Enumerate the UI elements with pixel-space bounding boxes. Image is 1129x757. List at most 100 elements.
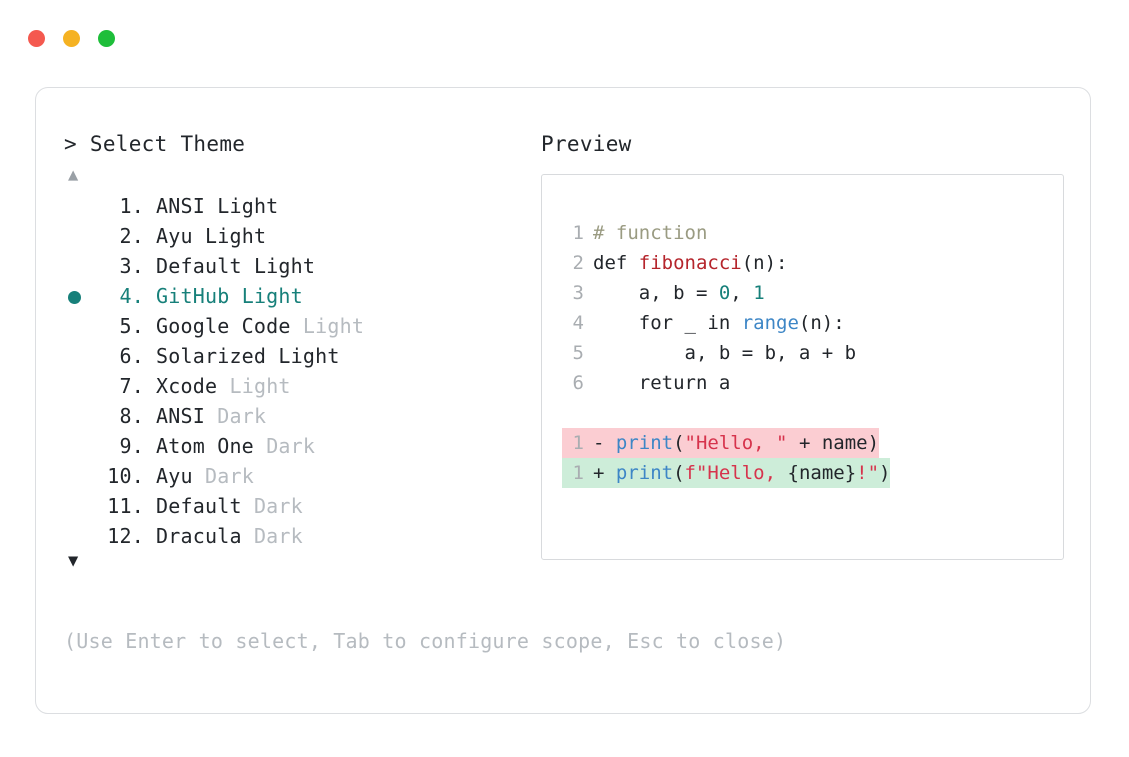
theme-list-item[interactable]: 12. Dracula Dark [64, 521, 534, 551]
theme-list-item[interactable]: 2.Ayu Light [64, 221, 534, 251]
theme-list-item[interactable]: 6.Solarized Light [64, 341, 534, 371]
code-line: 5 a, b = b, a + b [542, 338, 1063, 368]
theme-item-label: Xcode Light [144, 371, 291, 401]
theme-item-name: Google Code [156, 314, 291, 338]
theme-item-variant: Dark [253, 524, 303, 548]
theme-item-name: Ayu [156, 224, 193, 248]
theme-item-name: ANSI [156, 404, 205, 428]
preview-title: Preview [541, 132, 632, 156]
theme-item-variant: Dark [217, 404, 267, 428]
theme-item-label: ANSI Dark [144, 401, 266, 431]
theme-item-variant: Light [229, 374, 291, 398]
theme-list-item[interactable]: 8.ANSI Dark [64, 401, 534, 431]
code-line-text: # function [584, 218, 707, 248]
code-token: a, b = b, a + b [593, 342, 857, 364]
code-line: 3 a, b = 0, 1 [542, 278, 1063, 308]
theme-list-pane: > Select Theme ▲ 1.ANSI Light 2.Ayu Ligh… [64, 131, 534, 573]
theme-item-variant: Light [217, 194, 279, 218]
code-line: 6 return a [542, 368, 1063, 398]
theme-item-label: ANSI Light [144, 191, 278, 221]
theme-item-label: Default Dark [144, 491, 303, 521]
code-token: # function [593, 222, 708, 244]
theme-item-variant: Light [204, 224, 267, 248]
theme-item-label: Ayu Dark [144, 461, 254, 491]
line-number: 3 [572, 282, 584, 304]
theme-list-item[interactable]: 7.Xcode Light [64, 371, 534, 401]
code-token: {name} [787, 462, 857, 484]
maximize-dot[interactable] [98, 30, 115, 47]
theme-item-number: 9. [107, 434, 144, 458]
diff-line-text: - print("Hello, " + name) [584, 428, 880, 458]
theme-item-number: 5. [107, 314, 144, 338]
theme-item-label: Atom One Dark [144, 431, 315, 461]
scroll-up-icon[interactable]: ▲ [68, 165, 79, 185]
diff-line-number: 1 [562, 428, 584, 458]
code-token: (n): [741, 252, 788, 274]
line-number: 4 [572, 312, 584, 334]
line-number: 5 [572, 342, 584, 364]
code-token: print [615, 462, 674, 484]
theme-item-label: Google Code Light [144, 311, 364, 341]
theme-item-name: Default [156, 254, 242, 278]
theme-selector-card: > Select Theme ▲ 1.ANSI Light 2.Ayu Ligh… [35, 87, 1091, 714]
line-number: 6 [572, 372, 584, 394]
theme-item-variant: Light [253, 254, 316, 278]
theme-list-item[interactable]: 3.Default Light [64, 251, 534, 281]
code-token: 0 [718, 282, 731, 304]
diff-line-number: 1 [562, 458, 584, 488]
theme-item-label: Ayu Light [144, 221, 266, 251]
code-token: (n): [798, 312, 845, 334]
code-line-text: for _ in range(n): [584, 308, 845, 338]
theme-list-item[interactable]: 11.Default Dark [64, 491, 534, 521]
theme-item-variant: Dark [266, 434, 316, 458]
theme-item-number: 1. [107, 194, 144, 218]
code-line-text: a, b = b, a + b [584, 338, 857, 368]
theme-item-number: 2. [107, 224, 144, 248]
code-line-text: a, b = 0, 1 [584, 278, 765, 308]
theme-item-name: Ayu [156, 464, 193, 488]
theme-list-item[interactable]: 4.GitHub Light [64, 281, 534, 311]
code-token: + name) [787, 432, 880, 454]
theme-list-item[interactable]: 10.Ayu Dark [64, 461, 534, 491]
code-line: 1 # function [542, 218, 1063, 248]
code-token: !" [856, 462, 880, 484]
theme-item-number: 6. [107, 344, 144, 368]
code-token: f"Hello, [684, 462, 788, 484]
theme-item-name: Atom One [156, 434, 254, 458]
minimize-dot[interactable] [63, 30, 80, 47]
code-token: , [730, 282, 754, 304]
theme-item-variant: Dark [204, 464, 254, 488]
code-token: range [741, 312, 799, 334]
code-token: 1 [753, 282, 765, 304]
diff-line-del: 1- print("Hello, " + name) [542, 428, 1063, 458]
line-number: 1 [572, 222, 584, 244]
theme-item-name: GitHub [156, 284, 230, 308]
selection-bullet-cell [64, 283, 100, 313]
scroll-down-icon[interactable]: ▼ [68, 551, 79, 571]
keyboard-hint: (Use Enter to select, Tab to configure s… [64, 629, 787, 653]
theme-item-label: GitHub Light [144, 281, 303, 311]
code-token: a, b = [593, 282, 719, 304]
code-token: ) [879, 462, 891, 484]
theme-item-variant: Light [278, 344, 340, 368]
theme-item-name: Dracula [156, 524, 242, 548]
diff-line-add: 1+ print(f"Hello, {name}!") [542, 458, 1063, 488]
theme-item-name: ANSI [156, 194, 205, 218]
code-line-text: def fibonacci(n): [584, 248, 787, 278]
theme-item-name: Xcode [156, 374, 218, 398]
theme-item-label: Default Light [144, 251, 315, 281]
code-token: def [593, 252, 639, 274]
theme-item-number: 12. [107, 524, 144, 548]
diff-sign: - [593, 432, 616, 454]
code-line-text: return a [584, 368, 731, 398]
theme-item-number: 11. [107, 494, 144, 518]
theme-list-item[interactable]: 1.ANSI Light [64, 191, 534, 221]
theme-list-item[interactable]: 5.Google Code Light [64, 311, 534, 341]
close-dot[interactable] [28, 30, 45, 47]
theme-list-item[interactable]: 9.Atom One Dark [64, 431, 534, 461]
